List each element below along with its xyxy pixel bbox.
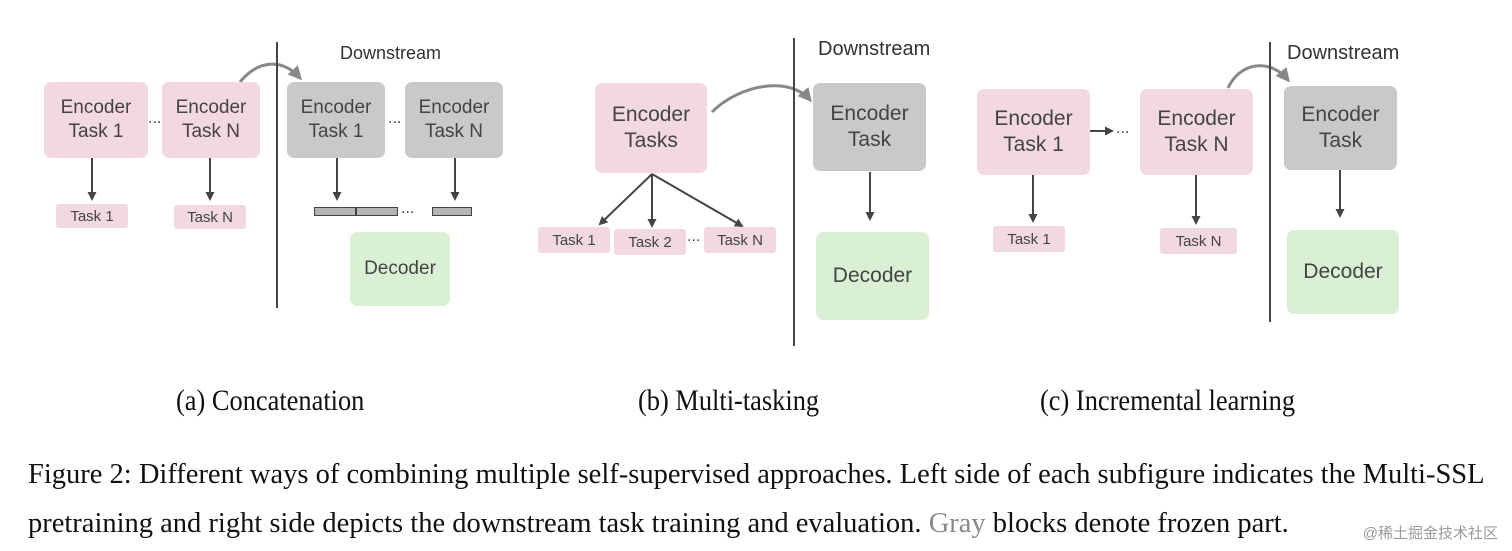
- arrow-transfer-c: [1226, 64, 1290, 89]
- downstream-label: Downstream: [818, 38, 931, 60]
- taskN-tag: Task N: [174, 205, 246, 229]
- frozen-encoder-task-box: Encoder Task: [813, 83, 926, 171]
- subfigure-caption-b: (b) Multi-tasking: [638, 384, 820, 417]
- caption-text: Figure 2: Different ways of combining mu…: [28, 459, 1484, 540]
- decoder-box: Decoder: [816, 232, 929, 320]
- task1-tag: Task 1: [993, 226, 1065, 252]
- divider-line: [276, 42, 278, 308]
- figure-caption: Figure 2: Different ways of combining mu…: [28, 450, 1508, 548]
- arrow-enc-taskN: [651, 173, 744, 228]
- arrow-transfer-a: [238, 62, 303, 83]
- ellipsis: ...: [388, 110, 402, 127]
- task2-tag: Task 2: [614, 229, 686, 255]
- watermark: @稀土掘金技术社区: [1362, 525, 1498, 542]
- downstream-label: Downstream: [1287, 42, 1400, 64]
- subfigure-caption-c: (c) Incremental learning: [1040, 384, 1296, 417]
- encoder-tasks-box: Encoder Tasks: [595, 83, 707, 173]
- arrow-enc-task1: [598, 173, 653, 226]
- ellipsis: ...: [401, 200, 415, 217]
- feature-slot: [432, 207, 472, 216]
- ellipsis: ...: [1116, 120, 1130, 137]
- encoder-taskN-box: Encoder Task N: [162, 82, 260, 158]
- decoder-box: Decoder: [350, 232, 450, 306]
- frozen-encoder-taskN-box: Encoder Task N: [405, 82, 503, 158]
- taskN-tag: Task N: [704, 227, 776, 253]
- caption-gray-word: Gray: [928, 508, 986, 540]
- arrow-transfer-b: [710, 84, 812, 114]
- feature-slot: [314, 207, 356, 216]
- frozen-encoder-task-box: Encoder Task: [1284, 86, 1397, 170]
- subfigure-caption-a: (a) Concatenation: [176, 384, 365, 417]
- caption-text-end: blocks denote frozen part.: [985, 508, 1289, 540]
- encoder-task1-box: Encoder Task 1: [977, 89, 1090, 175]
- task1-tag: Task 1: [538, 227, 610, 253]
- connector-arrows: [87, 62, 1345, 228]
- task1-tag: Task 1: [56, 204, 128, 228]
- taskN-tag: Task N: [1160, 228, 1237, 254]
- encoder-task1-box: Encoder Task 1: [44, 82, 148, 158]
- encoder-taskN-box: Encoder Task N: [1140, 89, 1253, 175]
- downstream-label: Downstream: [340, 43, 442, 63]
- ellipsis: ...: [148, 110, 162, 127]
- ellipsis: ...: [687, 228, 701, 245]
- frozen-encoder-task1-box: Encoder Task 1: [287, 82, 385, 158]
- feature-slot: [356, 207, 398, 216]
- divider-line: [1269, 42, 1271, 322]
- divider-line: [793, 38, 795, 346]
- decoder-box: Decoder: [1287, 230, 1399, 314]
